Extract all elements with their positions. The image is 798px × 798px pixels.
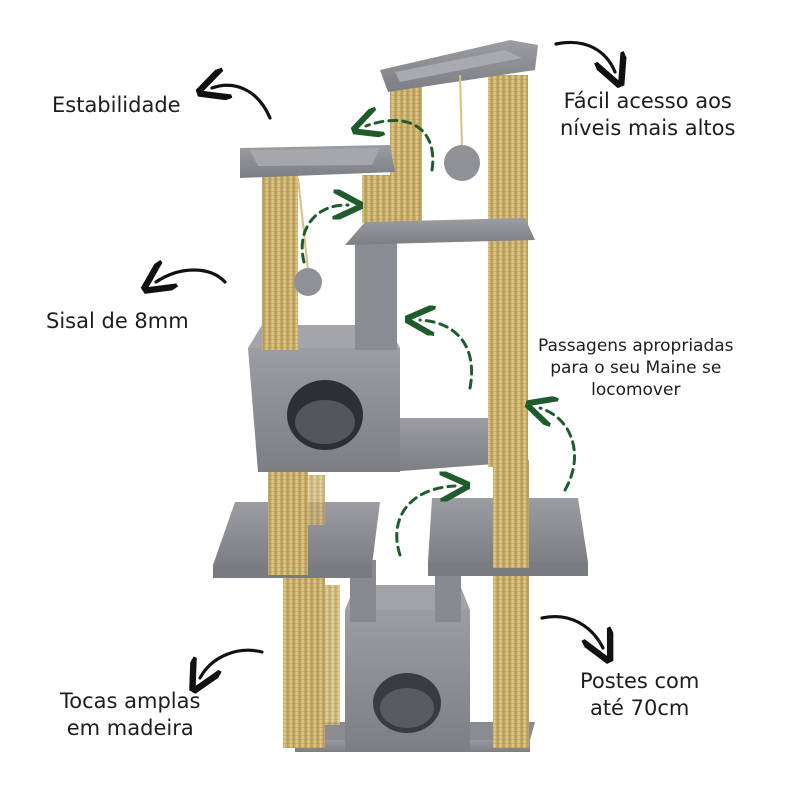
label-line: Postes com [580,669,700,693]
label-line: Fácil acesso aos [563,89,732,113]
sisal-post [493,460,529,568]
sisal-post [362,175,390,223]
label-tocas: Tocas amplas em madeira [60,688,200,743]
shelf-middle [345,218,535,245]
label-line: Passagens apropriadas [538,336,734,356]
arrow-tocas [200,648,264,678]
green-path-arrow [540,408,576,492]
sisal-post [312,585,340,725]
green-path-arrow [366,120,435,172]
label-line: em madeira [66,716,194,741]
label-line: para o seu Maine se [550,358,722,379]
green-path-arrow [420,320,473,390]
label-acesso: Fácil acesso aos níveis mais altos [560,88,735,143]
label-line: Tocas amplas [60,689,201,713]
arrow-postes [540,615,603,648]
sisal-post [488,75,528,467]
cat-tree [213,40,588,752]
label-passagens: Passagens apropriadas para o seu Maine s… [538,335,734,401]
hanging-ball-toy [294,268,322,296]
arrow-estabilidade [212,85,272,120]
sisal-post [299,475,325,525]
green-path-arrow [395,486,455,557]
sisal-post [262,170,298,350]
top-left-bed [240,145,395,178]
sisal-post [493,565,529,748]
arrow-sisal [156,270,227,282]
sisal-post [390,85,422,225]
label-estabilidade: Estabilidade [52,93,181,117]
label-line: níveis mais altos [560,116,736,141]
label-postes: Postes com até 70cm [580,668,699,723]
hanging-ball-toy [444,145,480,181]
label-line: locomover [591,380,681,401]
label-line: até 70cm [589,696,690,721]
arrow-acesso [554,40,615,72]
label-sisal: Sisal de 8mm [46,309,189,333]
green-path-arrow [300,205,348,264]
top-right-bed [380,40,538,92]
